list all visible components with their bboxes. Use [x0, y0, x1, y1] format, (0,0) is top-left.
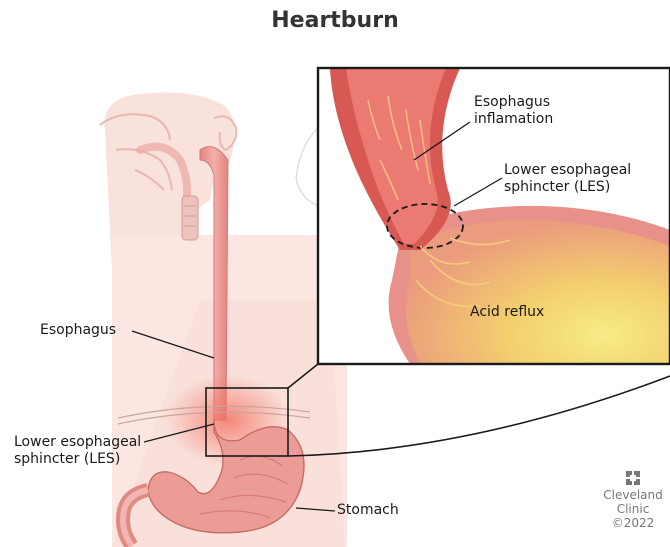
logo-line1: Cleveland	[596, 488, 670, 502]
label-les-right: Lower esophageal sphincter (LES)	[504, 162, 631, 196]
label-acid-reflux: Acid reflux	[470, 304, 544, 321]
label-inflammation-line2: inflamation	[474, 111, 553, 128]
label-stomach: Stomach	[337, 502, 399, 519]
logo-line3: ©2022	[596, 516, 670, 530]
logo-line2: Clinic	[596, 502, 670, 516]
label-les-right-line2: sphincter (LES)	[504, 179, 631, 196]
label-les-left-line2: sphincter (LES)	[14, 451, 141, 468]
label-les-left: Lower esophageal sphincter (LES)	[14, 434, 141, 468]
label-esophagus: Esophagus	[40, 322, 116, 339]
label-inflammation-line1: Esophagus	[474, 94, 553, 111]
larynx	[182, 196, 198, 240]
label-inflammation: Esophagus inflamation	[474, 94, 553, 128]
cleveland-clinic-logo-icon	[625, 470, 641, 486]
label-les-left-line1: Lower esophageal	[14, 434, 141, 451]
label-les-right-line1: Lower esophageal	[504, 162, 631, 179]
cleveland-clinic-logo: Cleveland Clinic ©2022	[596, 470, 670, 530]
